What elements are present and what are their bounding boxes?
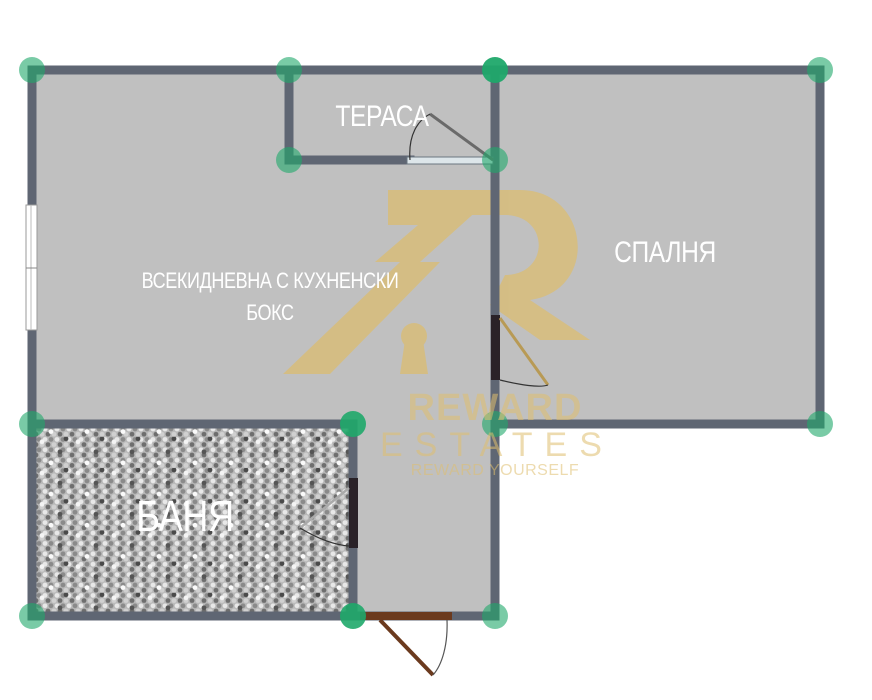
entry-door	[360, 612, 452, 677]
corner-nodes	[19, 57, 833, 629]
logo-roof-shape	[283, 262, 440, 374]
living-room-label: ВСЕКИДНЕВНА С КУХНЕНСКИ БОКС	[139, 265, 401, 329]
node[interactable]	[340, 411, 366, 437]
node[interactable]	[340, 603, 366, 629]
terrace-door	[406, 112, 494, 165]
node[interactable]	[482, 147, 508, 173]
logo-keyhole-bottom	[400, 340, 428, 374]
node[interactable]	[19, 57, 45, 83]
logo-roof-top	[375, 190, 500, 262]
living-room-label-line2: БОКС	[246, 300, 294, 325]
bathroom-label: БАНЯ	[136, 492, 234, 541]
node[interactable]	[19, 603, 45, 629]
bathroom-floor-accent	[32, 424, 353, 616]
logo-r-bowl	[470, 190, 590, 340]
bedroom-label: СПАЛНЯ	[614, 236, 716, 269]
hallway-floor	[353, 424, 495, 616]
floors	[32, 70, 820, 616]
bathroom-door	[299, 478, 358, 548]
node[interactable]	[19, 411, 45, 437]
terrace-label: ТЕРАСА	[335, 100, 429, 133]
node[interactable]	[482, 603, 508, 629]
living-room-label-line1: ВСЕКИДНЕВНА С КУХНЕНСКИ	[141, 268, 399, 293]
node[interactable]	[276, 57, 302, 83]
node[interactable]	[807, 57, 833, 83]
bedroom-door	[491, 315, 550, 387]
node[interactable]	[807, 411, 833, 437]
node[interactable]	[482, 57, 508, 83]
watermark-logo	[283, 190, 590, 374]
node[interactable]	[276, 147, 302, 173]
node[interactable]	[482, 411, 508, 437]
window-left	[25, 204, 38, 331]
